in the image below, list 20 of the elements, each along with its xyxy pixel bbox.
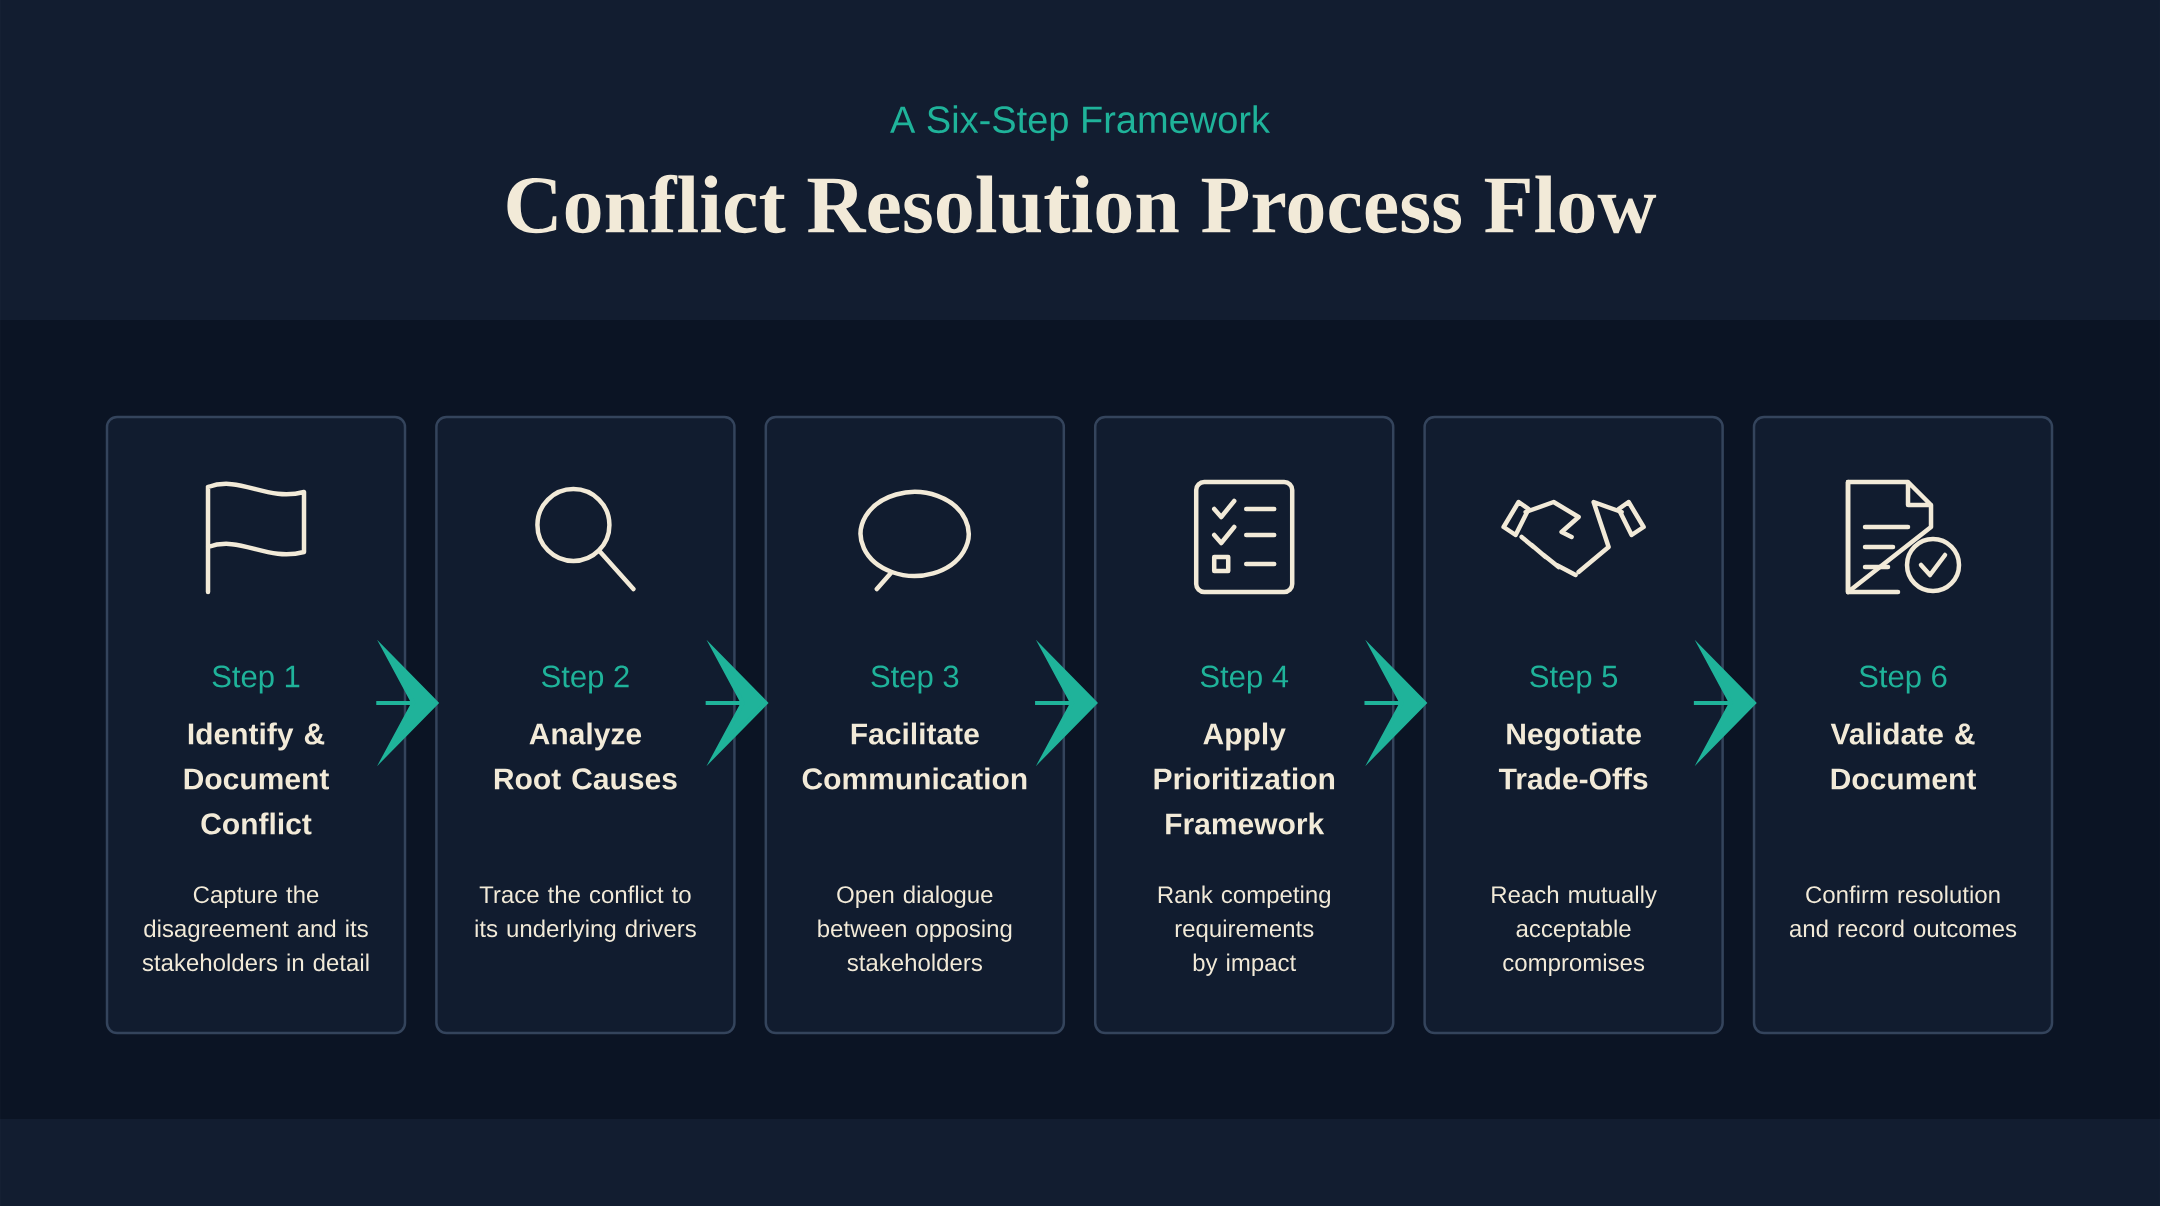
step-description: Rank competing requirements by impact	[1158, 885, 1330, 976]
step-number: Step 6	[1859, 665, 1947, 694]
step-description: Open dialogue between opposing stakeholders	[818, 885, 1012, 972]
step-number: Step 3	[871, 665, 959, 694]
step-description: Confirm resolution and record outcomes	[1790, 885, 2017, 938]
step-number: Step 4	[1200, 665, 1289, 694]
step-number: Step 2	[542, 665, 629, 694]
step-title: Analyze Root Causes	[494, 722, 677, 790]
step-title: Apply Prioritization Framework	[1154, 722, 1335, 835]
subtitle: A Six-Step Framework	[890, 105, 1271, 141]
step-description: Reach mutually acceptable compromises	[1492, 885, 1657, 976]
title: Conflict Resolution Process Flow	[507, 174, 1657, 234]
step-description: Capture the disagreement and its stakeholders in detail	[142, 885, 369, 972]
step-number: Step 1	[212, 665, 300, 694]
step-number: Step 5	[1530, 665, 1618, 694]
step-description: Trace the conflict to its underlying drivers	[475, 885, 696, 942]
step-title: Facilitate Communication	[802, 722, 1027, 790]
step-title: Validate & Document	[1830, 722, 1976, 790]
step-title: Identify & Document Conflict	[184, 722, 329, 835]
step-title: Negotiate Trade-Offs	[1498, 722, 1648, 790]
